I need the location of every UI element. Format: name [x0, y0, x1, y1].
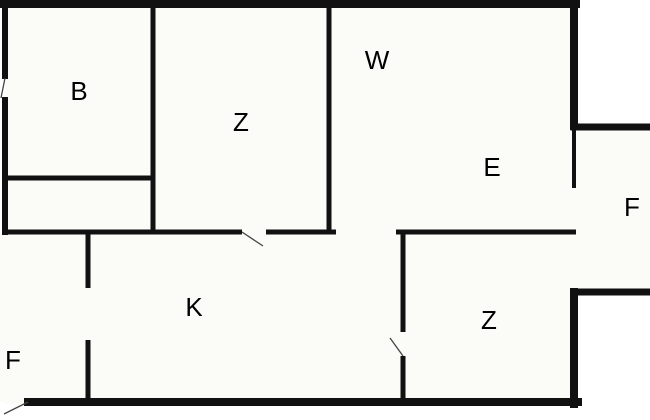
door-z-top — [241, 231, 264, 247]
room-label-z-bottom: Z — [481, 305, 497, 335]
room-label-f-left: F — [5, 345, 21, 375]
floor-main — [5, 4, 576, 404]
interior-walls — [5, 4, 576, 402]
exterior-walls — [0, 0, 650, 408]
floor-entry — [0, 232, 10, 402]
room-label-k: K — [185, 292, 203, 322]
floor-balcony — [574, 128, 650, 292]
door-b-window — [0, 77, 6, 99]
room-label-e: E — [483, 152, 500, 182]
room-label-b: B — [70, 76, 87, 106]
door-entry — [3, 401, 29, 415]
doors — [0, 77, 404, 415]
door-z-bottom — [389, 337, 404, 357]
room-label-w: W — [365, 45, 390, 75]
room-label-f-right: F — [624, 192, 640, 222]
room-label-z-top: Z — [233, 107, 249, 137]
